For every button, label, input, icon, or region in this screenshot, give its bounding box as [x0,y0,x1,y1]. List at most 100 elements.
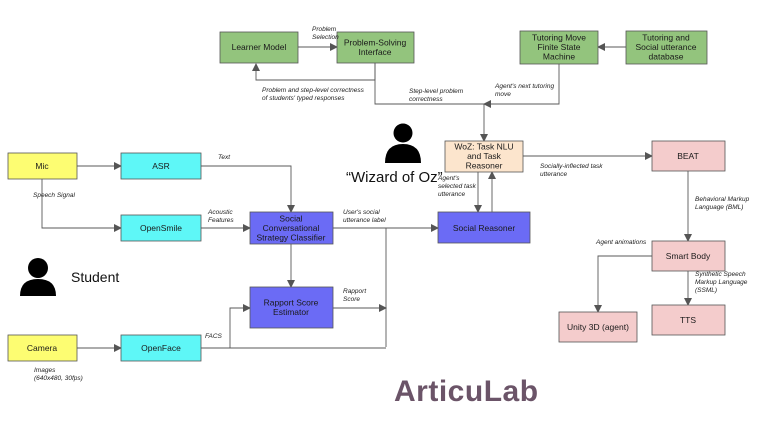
text-line: Social [279,214,302,224]
text-line: Problem and step-level correctness [262,87,365,94]
text-line: Reasoner [466,161,503,171]
text-line: Machine [543,52,575,62]
text-line: BEAT [677,151,699,161]
text-line: Estimator [273,307,309,317]
text-line: Problem [312,26,337,33]
text-line: FACS [205,333,223,340]
text-line: OpenFace [141,343,181,353]
edge-openface-rse [201,304,251,349]
text-line: of students' typed responses [262,95,345,102]
text-line: Markup Language [695,279,748,286]
text-line: Learner Model [232,42,287,52]
text-line: Synthetic Speech [695,271,746,278]
text-line: Smart Body [666,251,711,261]
node-opensmile: OpenSmile [120,214,202,242]
edge-asr-sscc [201,165,295,213]
label-images: Images(640x480, 30fps) [34,367,83,382]
text-line: Speech Signal [33,192,75,199]
wizard-person-icon [385,123,421,163]
node-smartbody-label: Smart Body [666,251,711,261]
edge-mic-opensmile [41,179,122,232]
text-line: (SSML) [695,287,717,294]
text-line: Acoustic [207,209,233,216]
text-line: Score [343,296,360,303]
articulab-logo: ArticuLab [394,375,539,408]
text-line: selected task [438,183,477,190]
node-social-reasoner-label: Social Reasoner [453,223,516,233]
text-line: Mic [35,161,49,171]
text-line: ASR [152,161,169,171]
node-openface: OpenFace [120,334,202,362]
text-line: Interface [358,47,391,57]
text-line: Conversational [263,223,320,233]
text-line: Unity 3D (agent) [567,322,629,332]
node-smart-body: Smart Body [651,240,726,272]
text-line: utterance label [343,217,386,224]
text-line: database [649,52,684,62]
node-mic: Mic [7,152,78,180]
text-line: Selection [312,34,339,41]
text-line: Strategy Classifier [257,233,326,243]
text-line: User's social [343,209,380,216]
node-asr-label: ASR [152,161,169,171]
text-line: Socially-inflected task [540,163,603,170]
node-beat: BEAT [651,140,726,172]
text-line: Tutoring and [642,33,690,43]
node-learner-model-label: Learner Model [232,42,287,52]
text-line: Social utterance [636,42,697,52]
node-camera-label: Camera [27,343,58,353]
label-agent-animations: Agent animations [595,239,647,246]
text-line: (640x480, 30fps) [34,375,83,382]
text-line: Agent animations [595,239,647,246]
edge-fsm-woz [483,64,560,108]
wizard-label: “Wizard of Oz” [346,169,443,186]
text-line: TTS [680,315,696,325]
text-line: Text [218,154,231,161]
text-line: and Task [467,151,502,161]
edge-smartbody-unity [594,255,652,313]
label-facs: FACS [205,333,223,340]
logo-lab: Lab [484,375,539,408]
student-label: Student [71,269,119,285]
text-line: Social Reasoner [453,223,516,233]
edge-psi-woz [374,63,488,142]
node-social-reasoner: Social Reasoner [437,211,531,244]
node-mic-label: Mic [35,161,49,171]
text-line: correctness [409,96,443,103]
text-line: Problem-Solving [344,37,407,47]
node-unity-label: Unity 3D (agent) [567,322,629,332]
text-line: Agent's next tutoring [494,83,554,90]
text-line: Language (BML) [695,204,743,211]
text-line: Rapport [343,288,367,295]
label-speech-signal: Speech Signal [33,192,75,199]
logo-articu: Articu [394,375,484,408]
nodes: Mic ASR OpenSmile Camera OpenFace Social… [7,30,726,362]
node-tts: TTS [651,304,726,336]
text-line: Behavioral Markup [695,196,750,203]
node-openface-label: OpenFace [141,343,181,353]
label-text: Text [218,154,231,161]
node-camera: Camera [7,334,78,362]
text-line: WoZ: Task NLU [454,142,513,152]
